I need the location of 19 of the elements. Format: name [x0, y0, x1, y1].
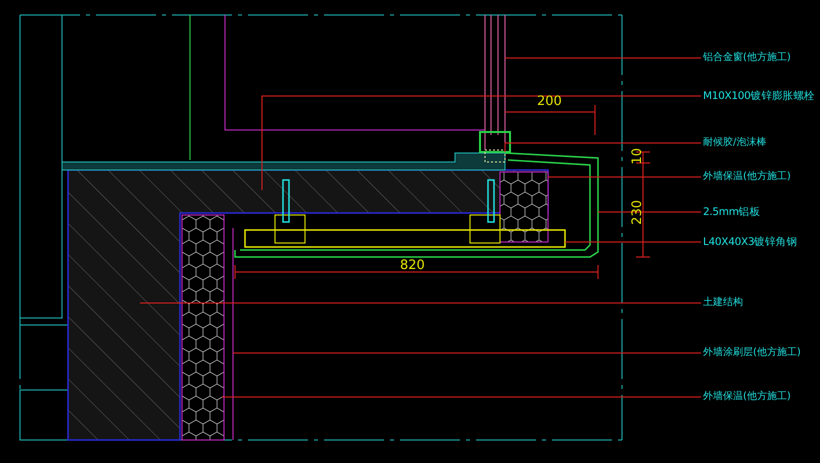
callout-label: L40X40X3镀锌角钢	[703, 235, 798, 249]
callout-label: 土建结构	[703, 296, 743, 310]
callout-label: 外墙保温(他方施工)	[703, 390, 791, 404]
dimension-label: 230	[630, 200, 645, 225]
dimension-label: 10	[630, 148, 645, 165]
leader-line	[504, 142, 702, 152]
callout-label: 耐候胶/泡沫棒	[703, 136, 766, 150]
dimension-label: 200	[537, 94, 562, 109]
dimension-label: 820	[400, 258, 425, 273]
leader-line	[548, 176, 702, 178]
leader-line	[232, 352, 702, 354]
leader-line	[262, 96, 702, 190]
callout-label: 外墙涂刷层(他方施工)	[703, 346, 801, 360]
callout-label: 2.5mm铝板	[703, 205, 760, 219]
callout-label: M10X100镀锌膨胀螺栓	[703, 89, 815, 103]
callout-label: 外墙保温(他方施工)	[703, 170, 791, 184]
leader-line	[140, 302, 702, 304]
leader-line	[222, 396, 702, 398]
callout-label: 铝合金窗(他方施工)	[703, 51, 791, 65]
